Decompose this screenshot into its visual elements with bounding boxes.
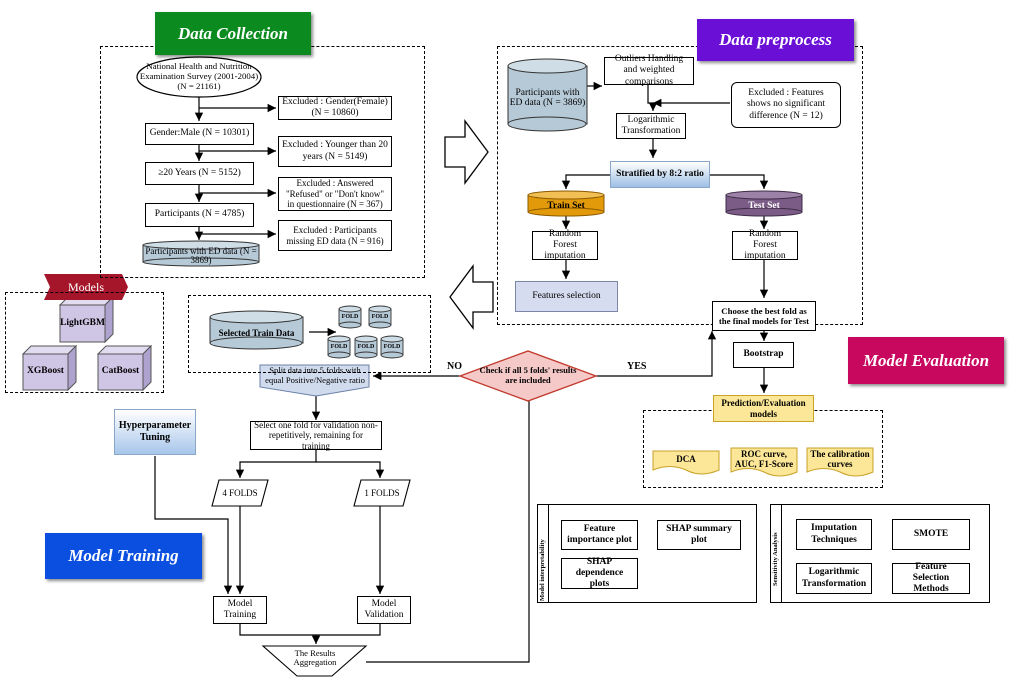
cube-catboost [96, 344, 153, 392]
aggregation-shape [261, 645, 368, 677]
data-preprocess-banner: Data preprocess [697, 19, 854, 61]
best-fold-box: Choose the best fold as the final models… [712, 301, 816, 331]
rf-imputation-test-box: Random Forest imputation [732, 229, 798, 261]
train-set-label: Train Set [547, 201, 585, 211]
cylinder-test-set [725, 190, 803, 217]
cube-xgboost [21, 344, 78, 392]
rf-imputation-train-box: Random Forest imputation [532, 229, 598, 261]
selected-train-data-label: Selected Train Data [218, 328, 295, 338]
excluded-gender-box: Excluded : Gender(Female) (N = 10860) [278, 96, 392, 120]
folds-frame [188, 295, 431, 373]
participants-ed-label: Participants with ED data (N = 3869) [145, 245, 257, 265]
cylinder-preprocess-db [507, 58, 588, 132]
gender-male-box: Gender:Male (N = 10301) [145, 123, 254, 145]
interpretability-frame [537, 504, 757, 603]
feature-selection-box: Features selection [515, 281, 618, 312]
cylinder-selected-train [209, 310, 304, 350]
fold-label-3: FOLD [330, 344, 348, 350]
shap-dependence-box: SHAP dependence plots [561, 557, 638, 589]
data-preprocess-frame [497, 46, 863, 325]
log-transform-box: Logarithmic Transformation [616, 113, 686, 139]
cylinder-train-set [527, 190, 605, 217]
catboost-label: CatBoost [101, 366, 140, 376]
test-set-label: Test Set [748, 201, 780, 211]
model-validation-box: Model Validation [357, 596, 411, 624]
sensitivity-divider [781, 504, 783, 603]
arrow-right-shape [444, 119, 489, 185]
age-box: ≥20 Years (N = 5152) [145, 162, 254, 185]
imputation-box: Imputation Techniques [796, 519, 872, 550]
calibration-note: The calibration curves [810, 448, 870, 469]
excluded-young-box: Excluded : Younger than 20 years (N = 51… [278, 136, 392, 167]
model-training-box: Model Training [213, 596, 267, 624]
models-ribbon-label: Models [68, 279, 104, 294]
fold-label-2: FOLD [371, 314, 389, 320]
select-fold-box: Select one fold for validation non-repet… [250, 420, 382, 451]
bootstrap-box: Bootstrap [733, 342, 794, 368]
fold-label-1: FOLD [341, 314, 359, 320]
feature-importance-box: Feature importance plot [561, 520, 638, 550]
data-collection-banner: Data Collection [155, 12, 311, 55]
results-aggregation-label: The Results Aggregation [293, 648, 337, 668]
sensitivity-frame [770, 504, 990, 603]
split-data-label: Split data into 5 folds with equal Posit… [265, 365, 365, 385]
model-training-banner: Model Training [45, 533, 202, 579]
four-folds-label: 4 FOLDS [222, 488, 258, 498]
model-evaluation-banner: Model Evaluation [848, 337, 1004, 384]
lightgbm-label: LightGBM [60, 318, 105, 328]
one-fold-label: 1 FOLDS [364, 488, 400, 498]
stratified-box: Stratified by 8:2 ratio [610, 161, 710, 188]
prediction-box: Prediction/Evaluation models [713, 395, 814, 422]
interpretability-divider [548, 504, 550, 603]
fold-label-4: FOLD [357, 344, 375, 350]
xgboost-label: XGBoost [27, 366, 64, 376]
sens-log-transform-box: Logarithmic Transformation [796, 563, 872, 594]
excluded-refused-box: Excluded : Answered "Refused" or "Don't … [278, 177, 392, 211]
outliers-box: Outliers Handling and weighted compariso… [604, 54, 694, 87]
fold-label-5: FOLD [383, 344, 401, 350]
check-folds-label: Check if all 5 folds' results are includ… [479, 365, 577, 385]
models-frame [5, 292, 164, 393]
yes-label: YES [627, 361, 647, 372]
four-folds-shape [211, 479, 269, 507]
excluded-features-box: Excluded : Features shows no significant… [731, 82, 841, 128]
participants-box: Participants (N = 4785) [145, 203, 254, 227]
smote-box: SMOTE [892, 519, 970, 550]
preprocess-db-label: Participants with ED data (N = 3869) [509, 88, 586, 108]
one-fold-shape [353, 479, 411, 507]
cylinder-participants-ed [142, 240, 260, 267]
excluded-missing-box: Excluded : Participants missing ED data … [278, 220, 392, 251]
roc-note: ROC curve, AUC, F1-Score [734, 448, 794, 469]
no-label: NO [447, 361, 462, 372]
hyperparameter-box: Hyperparameter Tuning [114, 409, 196, 455]
cube-lightgbm [58, 295, 115, 344]
check-diamond-shape [458, 350, 598, 402]
sensitivity-title: Sensitivity Analysis [772, 532, 779, 586]
nhanes-label: National Health and Nutrition Examinatio… [139, 61, 259, 91]
nhanes-ellipse [136, 56, 262, 98]
shap-summary-box: SHAP summary plot [657, 520, 741, 550]
interpretability-title: Model interpretability [539, 539, 546, 601]
arrow-left-shape [449, 264, 494, 330]
sens-feature-selection-box: Feature Selection Methods [892, 562, 970, 594]
models-ribbon-shape [44, 274, 128, 300]
dca-note: DCA [676, 454, 696, 465]
